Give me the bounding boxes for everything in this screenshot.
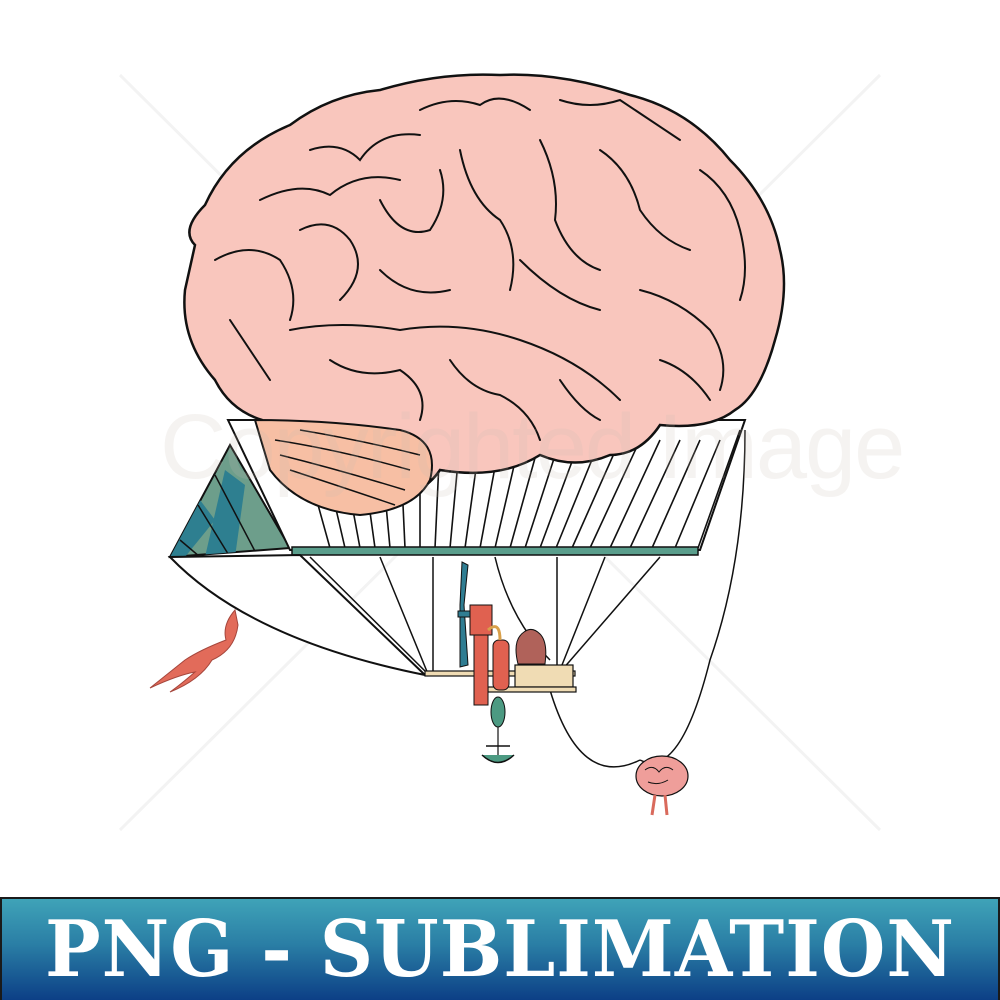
- lower-envelope: [167, 553, 429, 677]
- heart-icon: [515, 628, 547, 665]
- small-brain: [635, 755, 689, 816]
- brain-balloon: [183, 73, 786, 517]
- png-sublimation-banner: PNG - SUBLIMATION: [0, 897, 1000, 1000]
- ribbon-icon: [149, 608, 239, 693]
- brain-airship-illustration: [118, 73, 882, 832]
- anchor-icon: [481, 745, 515, 764]
- gondola: [424, 561, 577, 764]
- striped-sail: [168, 442, 292, 559]
- deck-bar: [291, 546, 699, 556]
- brain-folds: [214, 97, 746, 441]
- banner-text: PNG - SUBLIMATION: [45, 904, 955, 995]
